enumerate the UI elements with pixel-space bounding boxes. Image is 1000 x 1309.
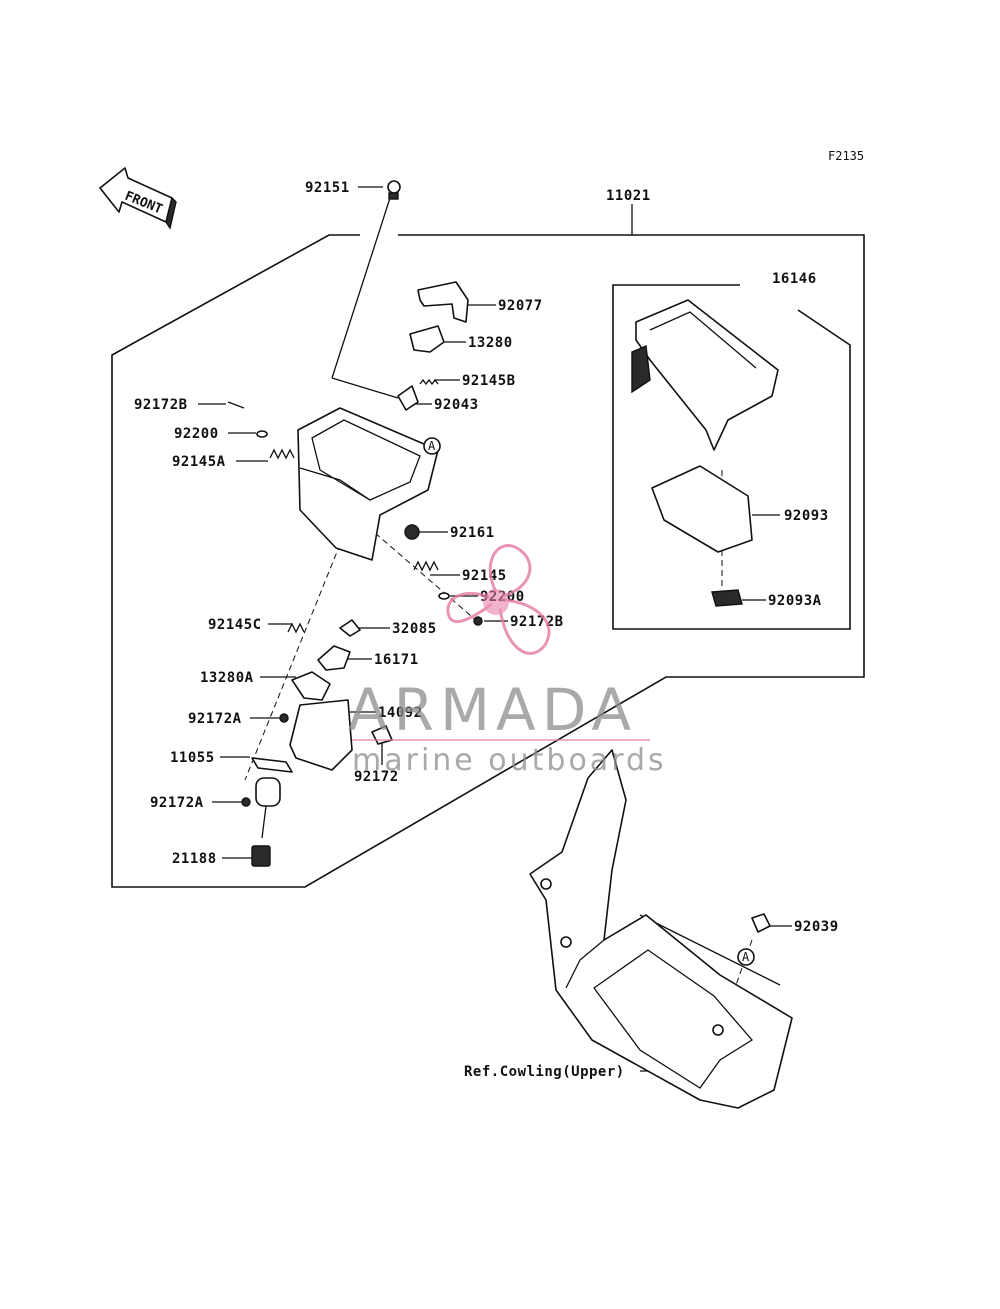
spring-92145b-icon [419, 378, 439, 386]
label-32085: 32085 [392, 621, 437, 637]
label-92039: 92039 [794, 919, 839, 935]
part-drawings: A A [227, 180, 793, 1109]
watermark-tagline: marine outboards [352, 743, 667, 778]
washer-92200-icon [256, 430, 268, 438]
label-92093A: 92093A [768, 593, 822, 609]
label-92043: 92043 [434, 397, 479, 413]
lid-16146-icon [635, 299, 779, 451]
bracket-11055-icon [251, 757, 293, 773]
callout-a-top-icon [423, 437, 441, 455]
label-92172B-mid: 92172B [510, 614, 564, 630]
tray-body-icon [297, 407, 439, 561]
label-13280A: 13280A [200, 670, 254, 686]
propeller-logo-icon [446, 544, 551, 655]
label-92145A: 92145A [172, 454, 226, 470]
label-92172: 92172 [354, 769, 399, 785]
screw-92172a-icon [279, 713, 289, 723]
label-92200-top: 92200 [174, 426, 219, 442]
label-92093: 92093 [784, 508, 829, 524]
label-92145: 92145 [462, 568, 507, 584]
figure-code: F2135 [828, 149, 864, 163]
screw-92172b-mid-icon [473, 616, 483, 626]
label-92145B: 92145B [462, 373, 516, 389]
spring-92145c-icon [287, 622, 305, 634]
screw-92172a-bottom-icon [241, 797, 251, 807]
cowling-upper-icon [529, 749, 793, 1109]
pad-92093a-icon [711, 589, 743, 607]
pin-92043-icon [397, 385, 419, 411]
label-16171: 16171 [374, 652, 419, 668]
assembly-frame-11021 [111, 234, 865, 888]
plate-32085-icon [339, 619, 361, 637]
label-16146: 16146 [772, 271, 817, 287]
label-11055: 11055 [170, 750, 215, 766]
switch-21188-icon [255, 777, 281, 807]
washer-92200-mid-icon [438, 592, 450, 600]
assembly-frame-16146 [612, 284, 851, 630]
callout-a-top-label: A [428, 439, 436, 453]
label-92077: 92077 [498, 298, 543, 314]
clip-92161-icon [404, 524, 420, 540]
bracket-92077-icon [417, 281, 469, 323]
spring-92145-icon [413, 560, 439, 572]
label-14092: 14092 [378, 705, 423, 721]
label-92161: 92161 [450, 525, 495, 541]
callout-a-bottom-label: A [742, 950, 750, 964]
label-92172A-top: 92172A [188, 711, 242, 727]
label-92172A-bot: 92172A [150, 795, 204, 811]
bolt-92151-icon [387, 180, 401, 194]
label-11021: 11021 [606, 188, 651, 204]
cover-14092-icon [289, 699, 353, 771]
watermark-brand: ARMADA [348, 676, 637, 744]
clip-92039-icon [751, 913, 771, 933]
lever-13280a-icon [291, 671, 331, 701]
mat-92093-icon [651, 465, 753, 553]
label-92145C: 92145C [208, 617, 262, 633]
lever-13280-icon [409, 325, 445, 353]
watermark: ARMADA marine outboards [348, 544, 667, 778]
label-92172B-top: 92172B [134, 397, 188, 413]
label-ref-cowling: Ref.Cowling(Upper) [464, 1064, 625, 1080]
callout-a-bottom-icon [737, 948, 755, 966]
label-92151: 92151 [305, 180, 350, 196]
screw-92172b-icon [227, 401, 245, 409]
label-21188: 21188 [172, 851, 217, 867]
latch-16171-icon [317, 645, 351, 671]
spring-92145a-icon [269, 448, 295, 460]
front-arrow-icon: FRONT [99, 167, 177, 230]
label-13280: 13280 [468, 335, 513, 351]
part-labels: 92151 11021 92077 13280 92145B 92043 921… [134, 180, 839, 1080]
